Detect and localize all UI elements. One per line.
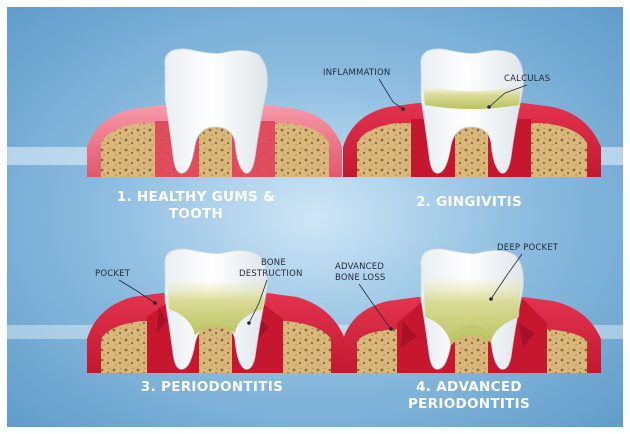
bone bbox=[101, 321, 331, 373]
pocket-dot bbox=[153, 301, 157, 305]
advanced-bone-loss-label-line-1: ADVANCED bbox=[335, 262, 384, 272]
calculus-label: CALCULAS bbox=[504, 74, 550, 84]
panel-4-title: 4. ADVANCED PERIODONTITIS bbox=[408, 379, 530, 412]
panel-2-title: 2. GINGIVITIS bbox=[416, 194, 522, 210]
panel-1-title-line-1: 1. HEALTHY GUMS & bbox=[117, 189, 275, 205]
bone bbox=[357, 329, 587, 373]
bone-destruction-label-line-2: DESTRUCTION bbox=[239, 269, 303, 279]
bone-destruction-label-line-1: BONE bbox=[261, 258, 286, 268]
calculus-dot bbox=[487, 105, 491, 109]
infographic-frame: 1. HEALTHY GUMS & TOOTH INFLAMMATION CAL… bbox=[7, 7, 623, 427]
advanced-bone-loss-label-line-2: BONE LOSS bbox=[335, 273, 386, 283]
panel-3-title: 3. PERIODONTITIS bbox=[141, 379, 283, 395]
inflammation-label: INFLAMMATION bbox=[323, 68, 390, 78]
bone bbox=[357, 123, 587, 177]
deep-pocket-label: DEEP POCKET bbox=[497, 243, 559, 253]
panel-4-title-line-1: 4. ADVANCED bbox=[416, 379, 522, 395]
bone-destruction-dot bbox=[247, 321, 251, 325]
panel-4-title-line-2: PERIODONTITIS bbox=[408, 396, 530, 412]
inflammation-dot bbox=[401, 107, 405, 111]
advanced-bone-loss-dot bbox=[389, 327, 393, 331]
deep-pocket-dot bbox=[489, 297, 493, 301]
panel-1-title-line-2: TOOTH bbox=[169, 206, 223, 222]
bone bbox=[101, 123, 329, 177]
pocket-label: POCKET bbox=[95, 269, 131, 279]
periodontal-disease-diagram: 1. HEALTHY GUMS & TOOTH INFLAMMATION CAL… bbox=[7, 7, 623, 427]
